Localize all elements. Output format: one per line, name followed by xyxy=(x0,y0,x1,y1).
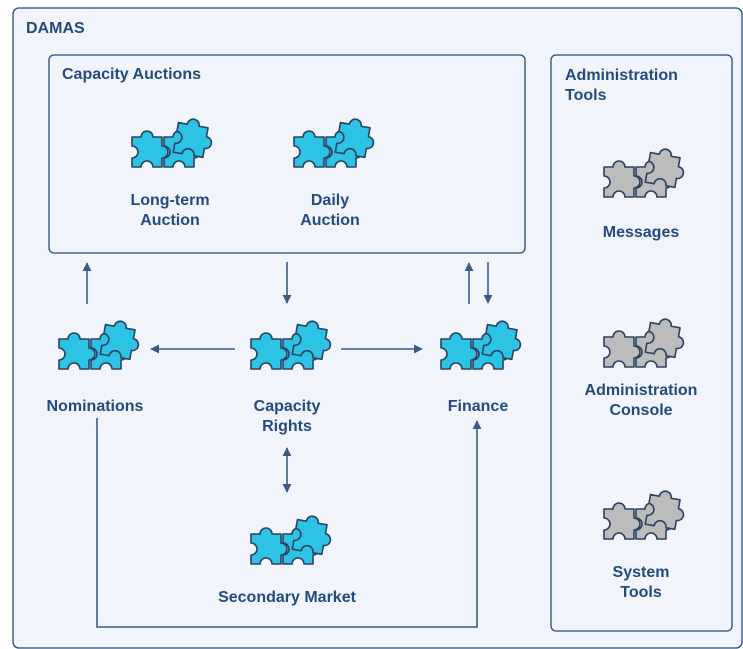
administration-tools-title-line1: Administration xyxy=(565,67,678,84)
daily-auction-label: Daily Auction xyxy=(270,191,390,231)
capacity-rights-label-line2: Rights xyxy=(262,418,312,435)
administration-tools-title: Administration Tools xyxy=(565,66,678,106)
long-term-auction-label-line1: Long-term xyxy=(130,192,210,209)
capacity-auctions-group xyxy=(48,54,526,254)
daily-auction-label-line2: Auction xyxy=(300,212,360,229)
damas-title: DAMAS xyxy=(26,20,85,37)
long-term-auction-label-line2: Auction xyxy=(140,212,200,229)
secondary-market-label: Secondary Market xyxy=(218,589,356,606)
finance-label: Finance xyxy=(447,398,509,415)
messages-label: Messages xyxy=(602,224,680,241)
system-tools-label-line1: System xyxy=(612,564,670,581)
system-tools-label-line2: Tools xyxy=(620,584,662,601)
capacity-rights-label: Capacity Rights xyxy=(212,397,362,437)
administration-tools-title-line2: Tools xyxy=(565,87,607,104)
long-term-auction-label: Long-term Auction xyxy=(110,191,230,231)
capacity-rights-label-line1: Capacity xyxy=(253,398,321,415)
arrow-nominations-to-finance xyxy=(96,418,482,628)
administration-console-label-line1: Administration xyxy=(584,382,698,399)
administration-console-label-line2: Console xyxy=(609,402,673,419)
system-tools-label: System Tools xyxy=(566,563,716,603)
capacity-auctions-title: Capacity Auctions xyxy=(62,66,201,83)
administration-console-label: Administration Console xyxy=(561,381,721,421)
daily-auction-label-line1: Daily xyxy=(310,192,350,209)
nominations-label: Nominations xyxy=(46,398,144,415)
